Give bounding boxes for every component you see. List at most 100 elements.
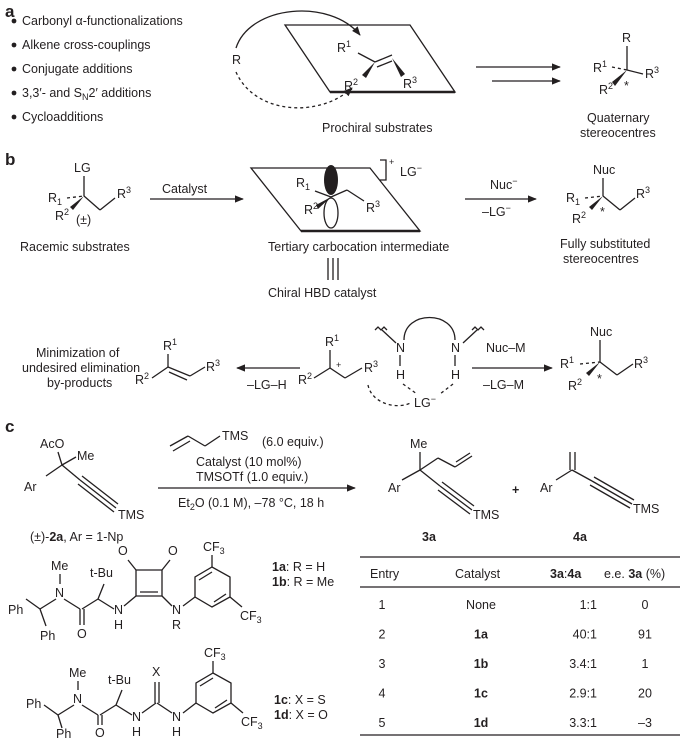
svg-text:+: + <box>389 157 394 167</box>
svg-text:O: O <box>168 544 178 558</box>
svg-text:TMS: TMS <box>118 508 144 522</box>
table-cell-ee: 20 <box>638 687 652 701</box>
catalyst-1b-label: 1b: R = Me <box>272 575 334 589</box>
svg-text:O: O <box>95 726 105 740</box>
quaternary-label: Quaternary <box>587 111 650 125</box>
prochiral-label: Prochiral substrates <box>322 121 432 135</box>
svg-text:LG−: LG− <box>414 394 436 410</box>
svg-text:X: X <box>152 665 161 679</box>
svg-text:R3: R3 <box>117 185 131 201</box>
svg-text:CF3: CF3 <box>241 715 263 731</box>
prochiral-plane <box>283 24 457 93</box>
tmsotf-conditions: TMSOTf (1.0 equiv.) <box>196 470 308 484</box>
svg-text:Ph: Ph <box>8 603 23 617</box>
panel-c: c AcO Me Ar TMS (±)-2a, Ar = 1-Np TMS (6… <box>5 417 680 740</box>
table-cell-ratio: 3.3:1 <box>569 716 597 730</box>
tertiary-label: Tertiary carbocation intermediate <box>268 240 449 254</box>
svg-text:Nuc−: Nuc− <box>490 176 518 192</box>
table-cell-entry: 1 <box>379 598 386 612</box>
bottom-face-arrow <box>235 71 353 109</box>
svg-text:Ph: Ph <box>56 727 71 740</box>
svg-text:N: N <box>132 710 141 724</box>
bullet-3: Conjugate additions <box>22 62 133 76</box>
svg-text:+: + <box>336 360 341 370</box>
svg-text:N: N <box>55 586 64 600</box>
catalyst-1c-label: 1c: X = S <box>274 693 326 707</box>
product-3a-label: 3a <box>422 530 437 544</box>
table-header-ratio: 3a:4a <box>550 567 582 581</box>
top-face-arrow <box>235 10 361 49</box>
svg-text:R: R <box>172 618 181 632</box>
svg-text:R1: R1 <box>593 59 607 75</box>
table-cell-ratio: 3.4:1 <box>569 657 597 671</box>
svg-text:–LG–H: –LG–H <box>247 378 287 392</box>
catalyst-conditions: Catalyst (10 mol%) <box>196 455 302 469</box>
svg-text:R3: R3 <box>206 358 220 374</box>
table-cell-catalyst: 1c <box>474 687 488 701</box>
svg-text:H: H <box>132 725 141 739</box>
p-orbital-top <box>324 165 338 195</box>
panel-b: b LG R1 R3 R2 (±) Racemic substrates Cat… <box>5 150 650 410</box>
svg-text:stereocentres: stereocentres <box>563 252 639 266</box>
svg-text:N: N <box>73 692 82 706</box>
svg-text:R1: R1 <box>325 333 339 349</box>
svg-text:(±): (±) <box>76 213 91 227</box>
svg-text:Ph: Ph <box>26 697 41 711</box>
svg-text:by-products: by-products <box>47 376 112 390</box>
svg-text:N: N <box>172 603 181 617</box>
hbd-scaffold <box>403 317 456 341</box>
svg-text:R3: R3 <box>403 75 417 91</box>
substrate-label: (±)-2a, Ar = 1-Np <box>30 530 123 544</box>
svg-text:t-Bu: t-Bu <box>108 673 131 687</box>
svg-text:R1: R1 <box>163 337 177 353</box>
svg-text:LG: LG <box>74 161 91 175</box>
svg-text:Nuc: Nuc <box>590 325 612 339</box>
svg-text:Me: Me <box>51 559 68 573</box>
svg-text:R3: R3 <box>645 65 659 81</box>
table-cell-entry: 2 <box>379 628 386 642</box>
table-header-entry: Entry <box>370 567 400 581</box>
svg-text:R1: R1 <box>560 355 574 371</box>
catalyst-1ab-structure: Me N Ph Ph O t-Bu N H O O <box>8 540 262 643</box>
svg-text:*: * <box>597 372 602 386</box>
table-cell-catalyst: 1d <box>474 716 489 730</box>
svg-text:H: H <box>451 368 460 382</box>
table-cell-ratio: 1:1 <box>580 598 597 612</box>
svg-text:–LG−: –LG− <box>482 203 511 219</box>
svg-text:H: H <box>114 618 123 632</box>
table-cell-entry: 4 <box>379 687 386 701</box>
svg-text:Ar: Ar <box>540 481 553 495</box>
svg-text:R2: R2 <box>55 207 69 223</box>
svg-text:H: H <box>172 725 181 739</box>
svg-text:t-Bu: t-Bu <box>90 566 113 580</box>
svg-text:O: O <box>77 627 87 641</box>
catalyst-1a-label: 1a: R = H <box>272 560 325 574</box>
svg-text:–LG–M: –LG–M <box>483 378 524 392</box>
p-orbital-bottom <box>323 197 339 229</box>
svg-text:N: N <box>172 710 181 724</box>
fully-substituted-label: Fully substituted <box>560 237 650 251</box>
svg-text:R2: R2 <box>572 210 586 226</box>
product-4a-label: 4a <box>573 530 588 544</box>
svg-text:N: N <box>451 341 460 355</box>
svg-text:R3: R3 <box>634 355 648 371</box>
svg-text:CF3: CF3 <box>204 646 226 662</box>
svg-text:*: * <box>624 79 629 93</box>
chiral-hbd-label: Chiral HBD catalyst <box>268 286 377 300</box>
svg-text:AcO: AcO <box>40 437 65 451</box>
svg-text:R1: R1 <box>48 191 62 207</box>
table-header-ee: e.e. 3a (%) <box>604 567 665 581</box>
panel-a: a Carbonyl α-functionalizations Alkene c… <box>5 2 659 140</box>
solvent-conditions: Et2O (0.1 M), –78 °C, 18 h <box>178 496 324 512</box>
svg-text:Me: Me <box>410 437 427 451</box>
svg-text:H: H <box>396 368 405 382</box>
svg-text:R2: R2 <box>599 81 613 97</box>
plus-sign: + <box>512 483 519 497</box>
svg-text:Nuc: Nuc <box>593 163 615 177</box>
svg-text:stereocentres: stereocentres <box>580 126 656 140</box>
svg-text:Me: Me <box>77 449 94 463</box>
svg-text:Me: Me <box>69 666 86 680</box>
catalyst-arrow-label: Catalyst <box>162 182 208 196</box>
